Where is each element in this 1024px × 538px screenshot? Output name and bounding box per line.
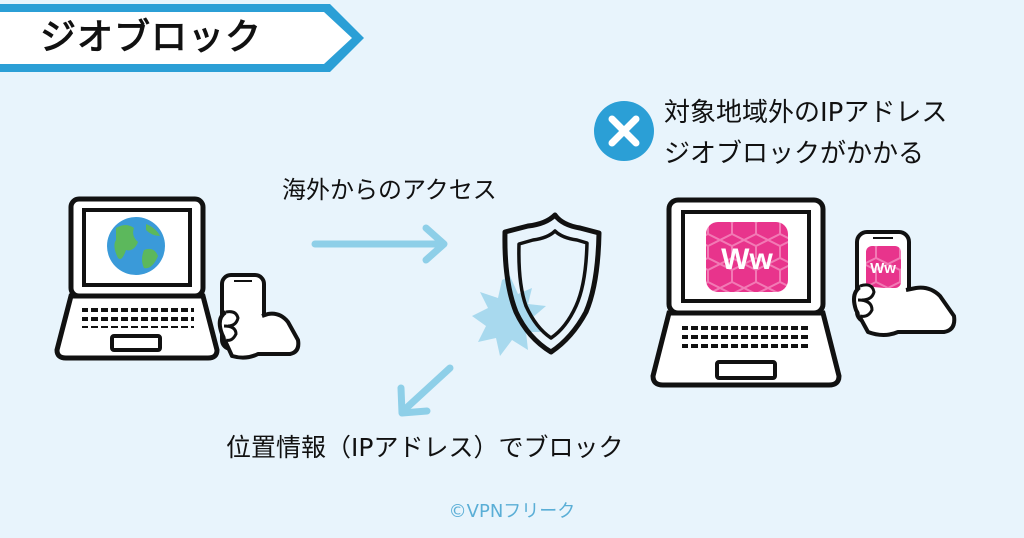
access-arrow xyxy=(311,224,448,264)
geo-block-label-line2: ジオブロックがかかる xyxy=(664,139,925,169)
geo-block-label-line1: 対象地域外のIPアドレス xyxy=(664,98,948,128)
app-letters: Ww xyxy=(721,243,773,276)
streaming-app-icon: Ww xyxy=(706,222,788,292)
phone-app-letters: Ww xyxy=(870,260,896,277)
globe-icon xyxy=(107,217,165,275)
x-circle-icon xyxy=(594,101,654,161)
block-arrow xyxy=(397,364,454,417)
left-laptop xyxy=(54,196,220,361)
right-phone-hand: Ww xyxy=(852,230,957,337)
title-banner xyxy=(0,4,364,72)
overseas-access-label: 海外からのアクセス xyxy=(282,176,497,204)
credit-text: ©VPNフリーク xyxy=(448,501,576,522)
left-phone-hand xyxy=(217,273,301,360)
shield-icon xyxy=(472,212,602,356)
page-title: ジオブロック xyxy=(40,17,263,58)
ip-block-label: 位置情報（IPアドレス）でブロック xyxy=(226,433,624,462)
phone-app-icon xyxy=(866,246,901,288)
